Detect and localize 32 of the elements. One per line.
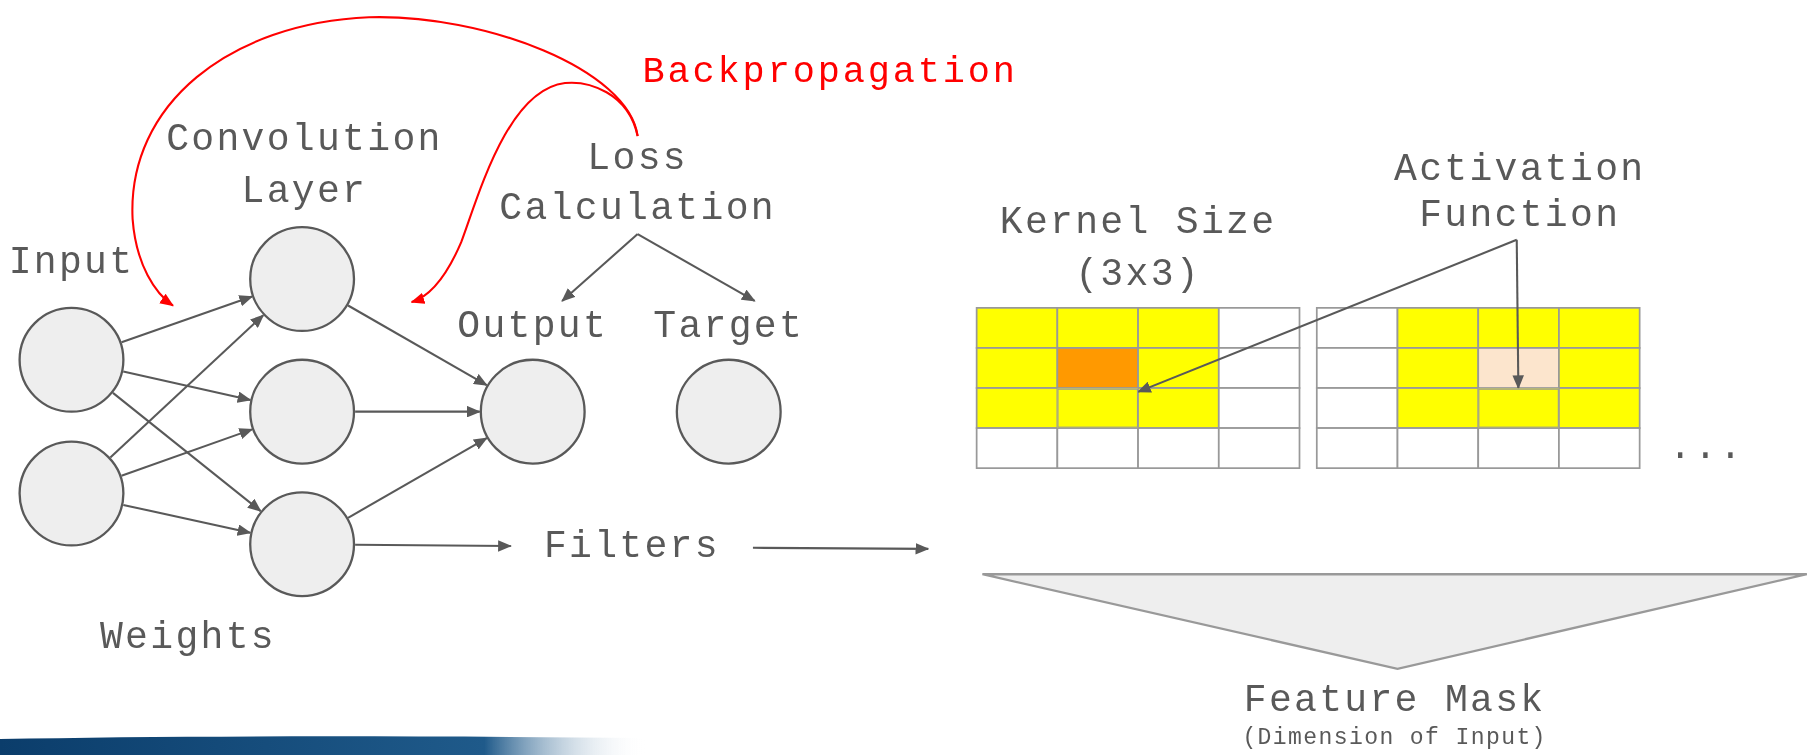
arrow — [347, 437, 488, 519]
arrow — [561, 233, 639, 302]
text-label: Convolution Layer — [165, 117, 444, 216]
text-label: Input — [7, 241, 136, 287]
node-label: Filters — [510, 521, 753, 574]
arrow — [123, 503, 252, 536]
arrow — [355, 405, 481, 418]
arrow — [637, 233, 756, 302]
node-label: Activation Function — [1369, 147, 1670, 240]
node-label: Loss Calculation — [487, 136, 788, 235]
arrow — [752, 543, 930, 555]
text-label: Backpropagation — [641, 49, 1019, 96]
arrow — [1512, 239, 1524, 390]
arrow — [355, 540, 512, 552]
text-label: ... — [1667, 425, 1746, 472]
node-label: Output — [456, 304, 610, 351]
curved-arrow — [131, 16, 639, 307]
arrow — [1137, 238, 1518, 393]
grid-cell — [1478, 388, 1559, 429]
node-sublabel: (Dimension of Input) — [1241, 723, 1548, 753]
arrow — [347, 304, 488, 387]
arrow — [109, 314, 265, 459]
node-label: Feature Mask — [1242, 679, 1547, 725]
text-label: Weights — [98, 615, 277, 662]
arrow — [121, 428, 254, 477]
arrow — [121, 295, 254, 344]
grid-cell — [1057, 388, 1139, 429]
text-label: Kernel Size (3x3) — [998, 200, 1278, 299]
arrow — [123, 370, 252, 403]
arrow — [112, 392, 262, 512]
curved-arrow — [410, 81, 639, 304]
node-label: Target — [652, 304, 806, 351]
